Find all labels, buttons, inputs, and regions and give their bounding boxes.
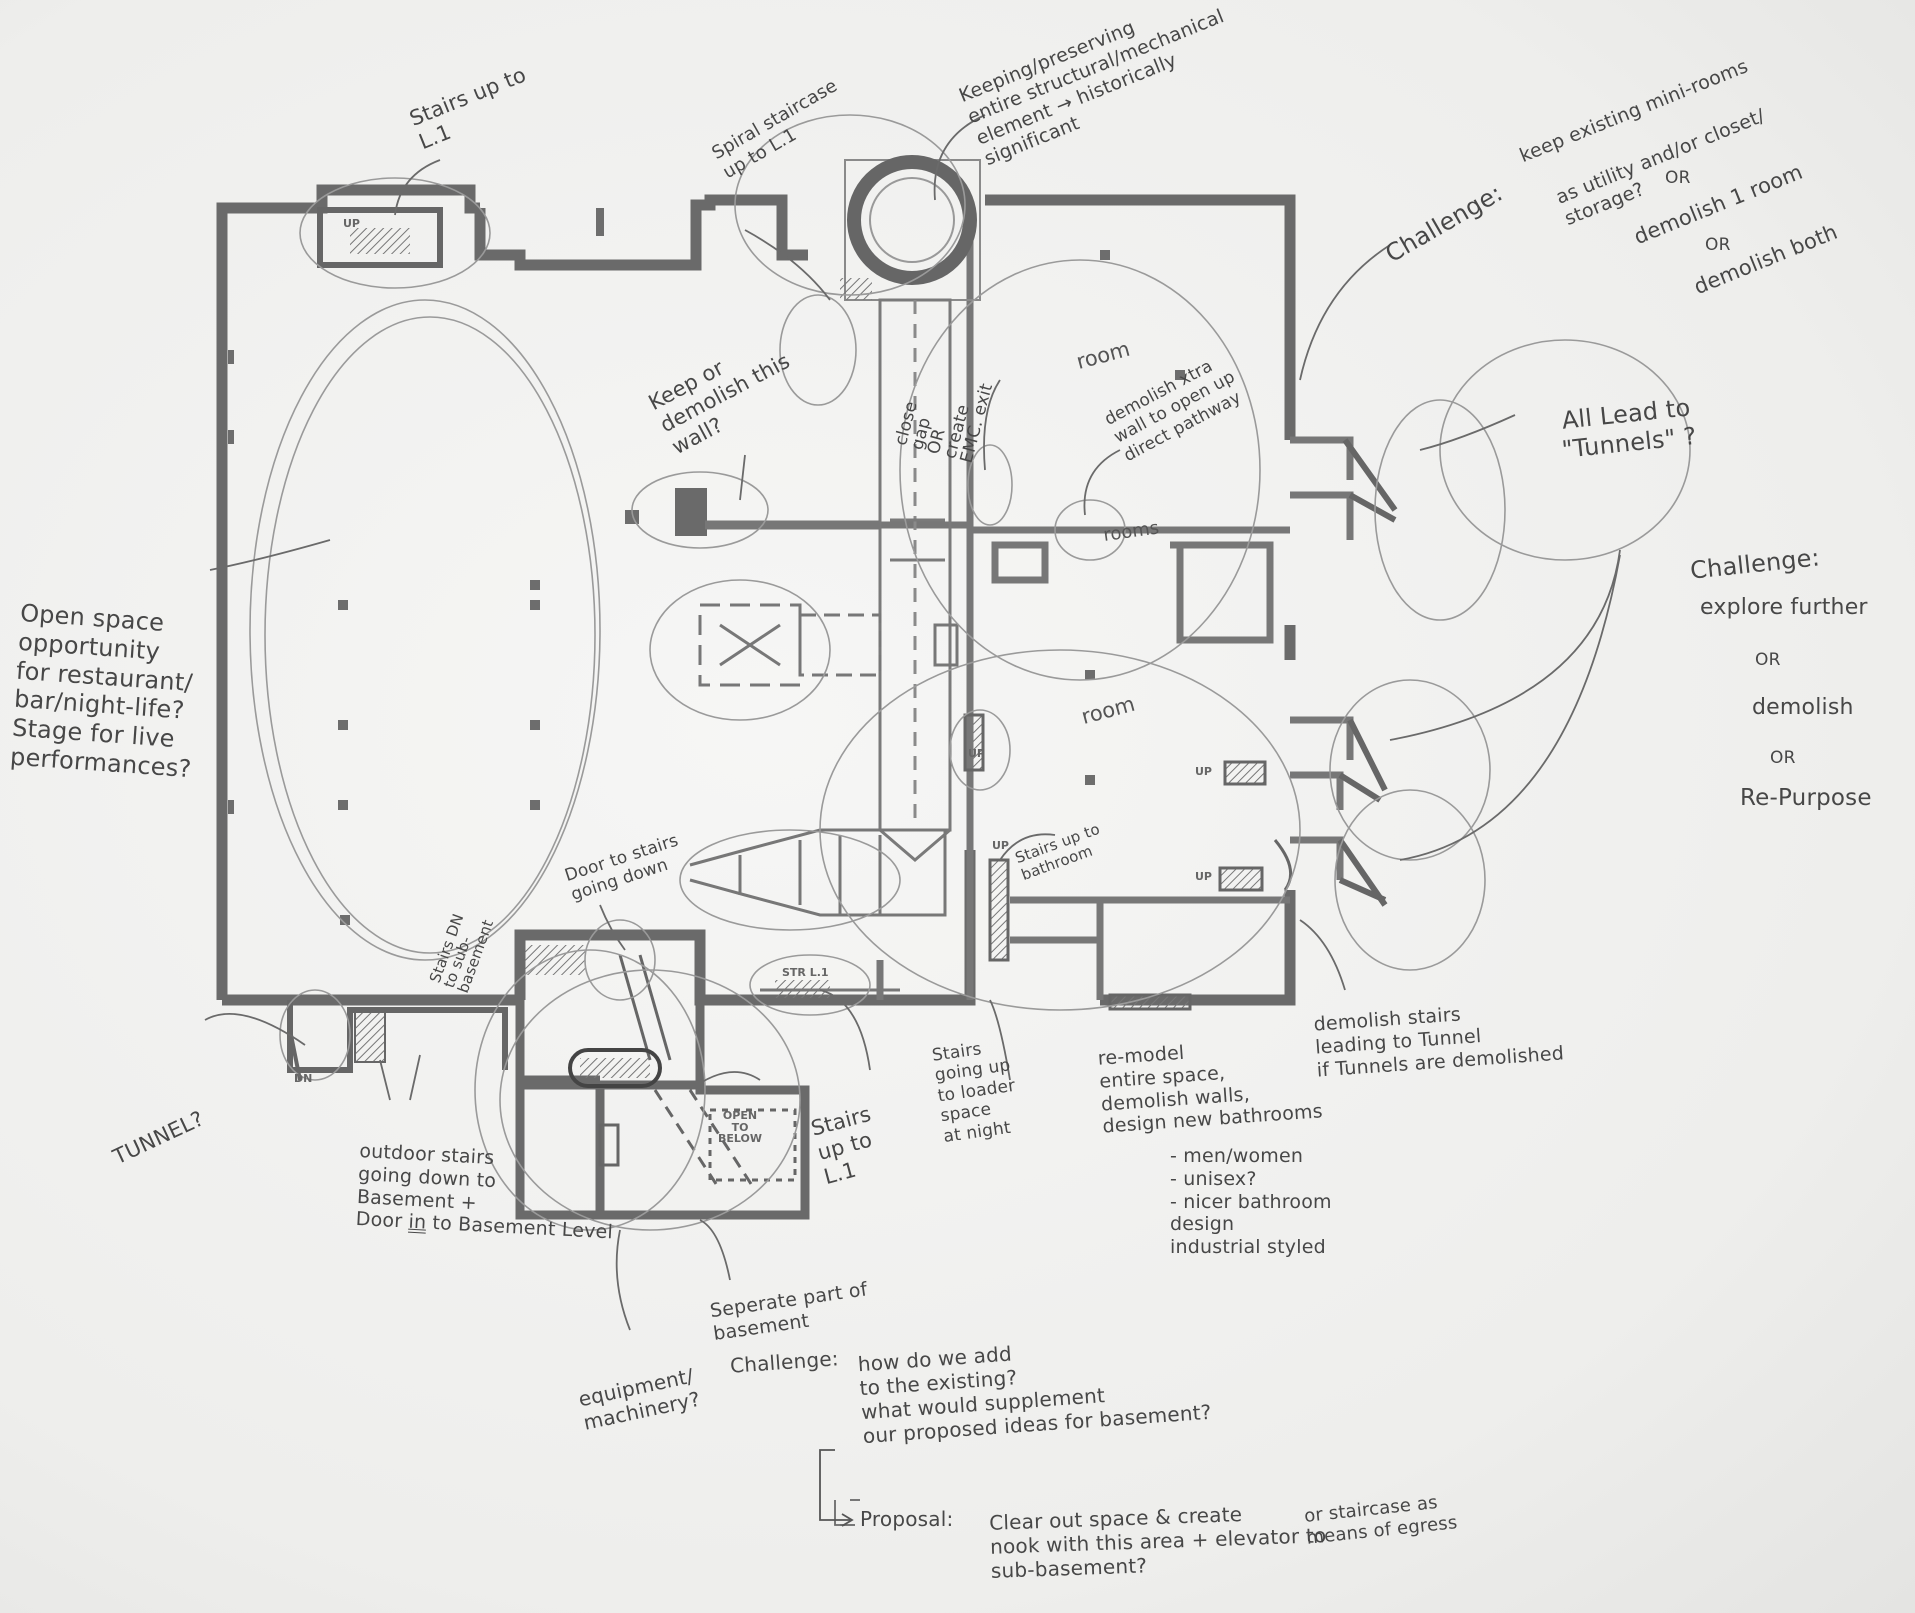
up-label: UP [343, 217, 360, 230]
wall-keep-or-demolish [675, 488, 880, 536]
pencil-annotation-circles [249, 114, 1691, 1231]
bottom-left-stairs [287, 1000, 508, 1081]
remodel-annotation: re-model entire space, demolish walls, d… [1097, 1041, 1324, 1138]
demolish-option: demolish [1752, 695, 1854, 720]
dn-label: DN [294, 1072, 313, 1085]
proposal-label: Proposal: [860, 1507, 954, 1531]
open-to-below-label: OPEN TO BELOW [718, 1109, 762, 1146]
bracket-arrow [819, 1449, 854, 1527]
up-label: UP [992, 839, 1009, 852]
spiral-staircase-plan [840, 155, 981, 301]
outdoor-stairs-annotation: outdoor stairs going down to Basement + … [355, 1140, 617, 1245]
top-left-stair [317, 207, 443, 268]
or-label: OR [1665, 168, 1691, 188]
bottom-middle-stair [760, 980, 900, 998]
right-side-stairs [963, 713, 1293, 1011]
in-word: in [407, 1211, 427, 1234]
open-space-annotation: Open space opportunity for restaurant/ b… [9, 598, 194, 784]
or-label: OR [1770, 748, 1796, 768]
lower-central-stair [689, 828, 947, 917]
pencil-arrows [204, 114, 1621, 1526]
door-word: Door [355, 1208, 403, 1233]
re-purpose-option: Re-Purpose [1740, 785, 1872, 811]
or-label: OR [1755, 650, 1781, 670]
remodel-list: - men/women - unisex? - nicer bathroom d… [1170, 1145, 1332, 1259]
columns [228, 208, 1185, 925]
tunnel-walls [1337, 438, 1398, 907]
up-label: UP [1195, 765, 1212, 778]
up-label: UP [968, 747, 985, 760]
proposal-text: Clear out space & create nook with this … [988, 1502, 1327, 1583]
explore-further: explore further [1700, 595, 1868, 620]
up-label: UP [1195, 870, 1212, 883]
or-label: OR [1705, 235, 1731, 255]
stairs-going-up-annotation: Stairs going up to loader space at night [930, 1039, 1017, 1147]
stair-label: STR L.1 [782, 966, 829, 979]
exterior-walls [216, 184, 1296, 1006]
x-room [698, 603, 959, 687]
